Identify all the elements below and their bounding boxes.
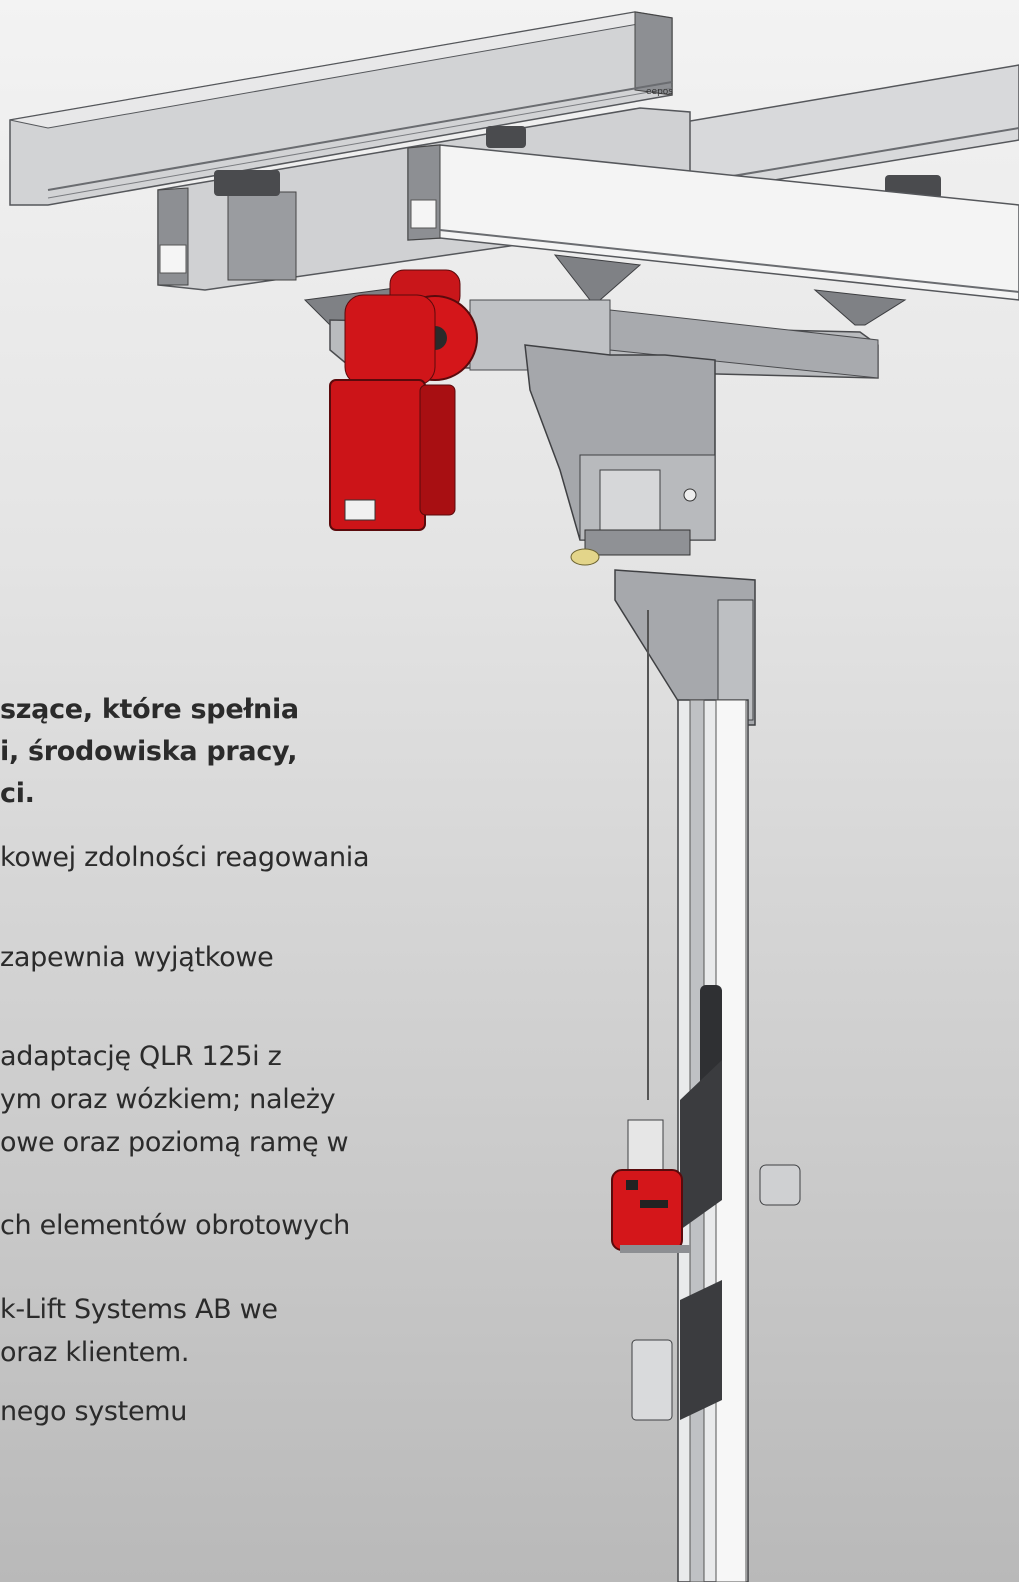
intro-line-3: ci. <box>0 778 35 809</box>
intro-line-1: szące, które spełnia <box>0 694 299 725</box>
intro-line-2: i, środowiska pracy, <box>0 736 298 767</box>
rail-front-right <box>407 144 1019 301</box>
bullet-5-line-1: k-Lift Systems AB we <box>0 1294 278 1325</box>
bullet-3-line-1: adaptację QLR 125i z <box>0 1041 282 1072</box>
red-hoist-motor <box>329 269 478 531</box>
bullet-3-line-2: ym oraz wózkiem; należy <box>0 1084 336 1115</box>
bullet-1-line-1: kowej zdolności reagowania <box>0 842 370 873</box>
red-handheld-controller <box>611 1119 690 1253</box>
side-handles <box>631 1164 801 1421</box>
bullet-3-line-3: owe oraz poziomą ramę w <box>0 1127 349 1158</box>
pivot-bracket <box>524 344 716 566</box>
vertical-column <box>647 610 749 1582</box>
bullet-6-line-1: nego systemu <box>0 1396 188 1427</box>
bullet-4-line-1: ch elementów obrotowych <box>0 1210 350 1241</box>
bullet-5-line-2: oraz klientem. <box>0 1337 190 1368</box>
bullet-2-line-1: zapewnia wyjątkowe <box>0 942 274 973</box>
rail-back-left: eepos <box>9 11 673 206</box>
rail-logo-text: eepos <box>646 87 673 97</box>
